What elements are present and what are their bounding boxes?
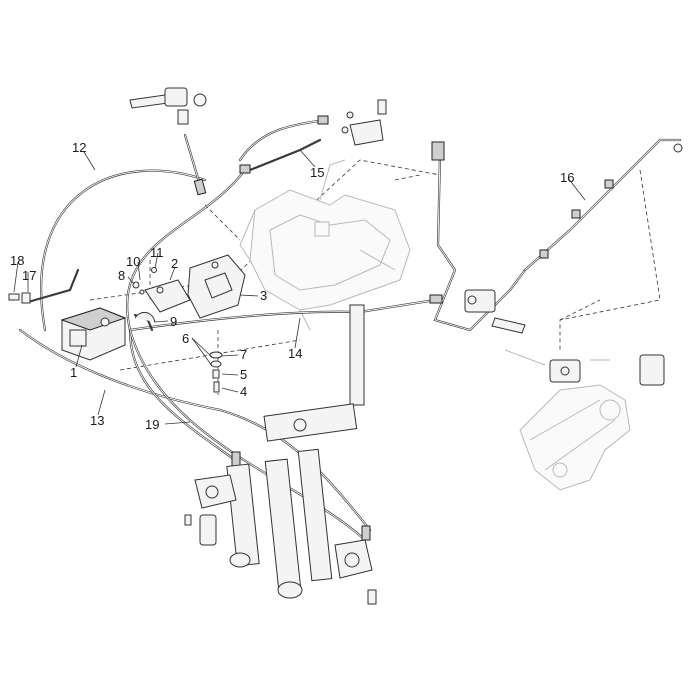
- callout-19: 19: [145, 417, 159, 432]
- callout-16: 16: [560, 170, 574, 185]
- callout-1: 1: [70, 365, 77, 380]
- small-hardware: [8, 267, 223, 393]
- rear-master-cylinder: [464, 289, 526, 334]
- callout-15: 15: [310, 165, 324, 180]
- front-fork: [226, 304, 365, 599]
- rear-swingarm-outline: [504, 349, 631, 491]
- callout-17: 17: [22, 268, 36, 283]
- callout-18: 18: [10, 253, 24, 268]
- callout-8: 8: [118, 268, 125, 283]
- callout-13: 13: [90, 413, 104, 428]
- leader-lines: [13, 149, 586, 425]
- callout-9: 9: [170, 314, 177, 329]
- callout-4: 4: [240, 384, 247, 399]
- brake-hoses: [18, 118, 682, 542]
- callout-labels: 1 2 3 4 5 6 7 8 9 10 11 12 13 14 15 16 1…: [10, 140, 574, 432]
- callout-7: 7: [240, 347, 247, 362]
- abs-modulator: [60, 307, 127, 361]
- callout-12: 12: [72, 140, 86, 155]
- callout-6: 6: [182, 331, 189, 346]
- front-calipers: [184, 474, 377, 605]
- callout-14: 14: [288, 346, 302, 361]
- callout-2: 2: [171, 256, 178, 271]
- callout-11: 11: [150, 245, 164, 260]
- callout-5: 5: [240, 367, 247, 382]
- callout-10: 10: [126, 254, 140, 269]
- frame-outline: [239, 159, 411, 331]
- callout-3: 3: [260, 288, 267, 303]
- upper-bolt-cluster: [341, 99, 387, 146]
- front-master-cylinder: [129, 87, 207, 125]
- abs-bracket: [144, 254, 246, 319]
- rear-caliper: [549, 354, 665, 386]
